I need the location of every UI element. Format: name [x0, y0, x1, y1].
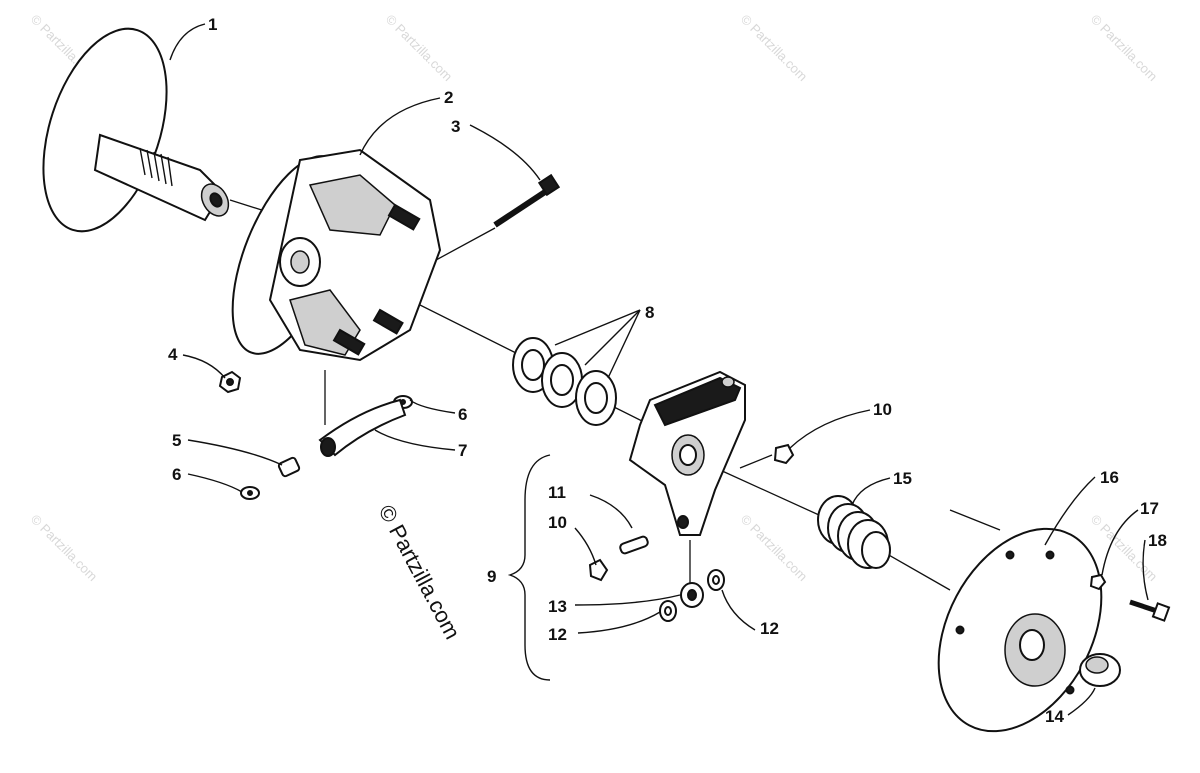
callout-10: 10 — [548, 513, 567, 532]
leader-lines — [169, 23, 1149, 716]
part-12-washer — [707, 569, 725, 591]
callout-6: 6 — [458, 405, 467, 424]
part-17-washer — [1089, 573, 1107, 591]
watermarks: © Partzilla.com © Partzilla.com © Partzi… — [28, 12, 1161, 585]
callout-11: 11 — [548, 483, 566, 502]
part-5-roller — [277, 456, 301, 478]
callout-18: 18 — [1148, 531, 1167, 550]
part-14-cap — [1079, 653, 1121, 687]
part-15-spring — [817, 495, 891, 569]
callout-12: 12 — [548, 625, 567, 644]
callout-14: 14 — [1045, 707, 1064, 726]
callout-16: 16 — [1100, 468, 1119, 487]
callout-10: 10 — [873, 400, 892, 419]
part-2-movable-sheave — [231, 148, 442, 362]
partzilla-credit: © Partzilla.com — [374, 501, 466, 644]
callout-3: 3 — [451, 117, 460, 136]
part-16-cover — [937, 527, 1103, 733]
watermark: © Partzilla.com — [28, 512, 101, 585]
callout-15: 15 — [893, 469, 912, 488]
watermark: © Partzilla.com — [738, 512, 811, 585]
part-3-bolt — [493, 173, 561, 228]
part-1-fixed-sheave — [42, 27, 230, 233]
callout-8: 8 — [645, 303, 654, 322]
part-11-pin — [619, 535, 649, 555]
part-8-shims — [512, 337, 617, 426]
part-13-roller — [680, 582, 704, 608]
callout-13: 13 — [548, 597, 567, 616]
part-10-button — [588, 558, 609, 582]
part-7-cam-arm — [318, 398, 407, 457]
callout-2: 2 — [444, 88, 453, 107]
watermark: © Partzilla.com — [383, 12, 456, 85]
part-6-washer — [240, 486, 260, 500]
part-12-washer — [659, 600, 677, 622]
callout-6: 6 — [172, 465, 181, 484]
callout-7: 7 — [458, 441, 467, 460]
part-18-screw — [1129, 599, 1171, 622]
watermark: © Partzilla.com — [738, 12, 811, 85]
callout-17: 17 — [1140, 499, 1159, 518]
callout-5: 5 — [172, 431, 181, 450]
callout-9: 9 — [487, 567, 496, 586]
watermark: © Partzilla.com — [1088, 12, 1161, 85]
callout-1: 1 — [208, 15, 217, 34]
group-9-brace — [507, 454, 551, 681]
callout-4: 4 — [168, 345, 178, 364]
part-10-button — [773, 443, 795, 465]
callout-12: 12 — [760, 619, 779, 638]
part-9-spider-assembly — [628, 370, 746, 536]
callout-labels: 1 2 3 4 5 6 6 7 8 9 10 10 11 12 12 13 14… — [168, 15, 1167, 726]
